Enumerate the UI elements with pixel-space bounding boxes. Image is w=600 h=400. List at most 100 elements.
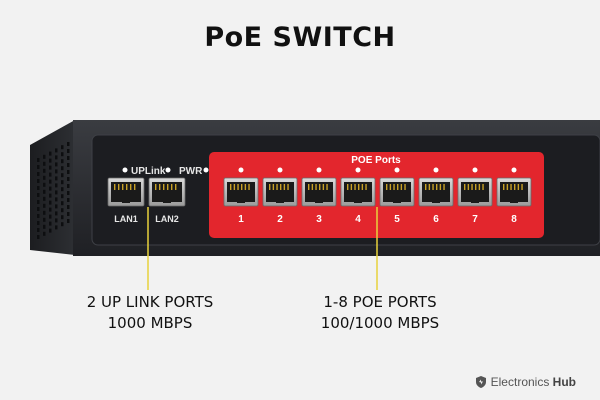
poe-port-6[interactable]: 6 — [418, 167, 454, 226]
port-pin — [241, 184, 243, 190]
poe-port-led — [238, 167, 244, 173]
vent-slot — [37, 165, 40, 169]
vent-slot — [49, 200, 52, 205]
port-pin — [478, 184, 481, 190]
vent-slot — [43, 231, 46, 236]
port-pin — [389, 184, 392, 190]
vent-slot — [37, 186, 40, 190]
port-pin — [386, 184, 388, 190]
port-pin — [436, 184, 438, 190]
port-pin — [159, 184, 161, 190]
port-pin — [283, 184, 286, 190]
poe-port-led — [433, 167, 439, 173]
vent-slot — [49, 186, 52, 191]
poe-callout: 1-8 POE PORTS 100/1000 MBPS — [285, 292, 475, 334]
poe-port-number: 4 — [355, 214, 361, 225]
vent-slot — [37, 207, 40, 211]
vent-slot — [55, 204, 58, 209]
vent-slot — [67, 219, 70, 223]
uplink-callout-line1: 2 UP LINK PORTS — [86, 293, 214, 311]
poe-panel — [209, 152, 544, 238]
vent-slot — [43, 210, 46, 215]
uplink-led — [122, 167, 128, 173]
poe-port-3[interactable]: 3 — [301, 167, 337, 226]
port-pin — [272, 184, 275, 190]
brand-name-part2: Hub — [552, 375, 576, 389]
poe-port-2[interactable]: 2 — [262, 167, 298, 226]
port-pin — [482, 184, 484, 190]
vent-slot — [67, 149, 70, 153]
port-pin — [230, 184, 232, 190]
vent-slot — [49, 179, 52, 184]
port-pin — [514, 184, 516, 190]
poe-port-7[interactable]: 7 — [457, 167, 493, 226]
port-pin — [354, 184, 356, 190]
side-vents — [37, 142, 70, 239]
vent-slot — [37, 200, 40, 204]
uplink-callout-line2: 1000 MBPS — [107, 314, 193, 332]
vent-slot — [61, 194, 64, 199]
port-pin — [326, 184, 328, 190]
port-pin — [400, 184, 403, 190]
port-pin — [269, 184, 271, 190]
poe-port-led — [472, 167, 478, 173]
lan-port-group: LAN1 LAN2 — [107, 177, 186, 224]
vent-slot — [67, 156, 70, 160]
vent-slot — [49, 172, 52, 177]
port-pin — [163, 184, 165, 190]
vent-slot — [55, 155, 58, 160]
port-latch — [122, 200, 130, 203]
port-pin — [432, 184, 434, 190]
port-pin — [322, 184, 325, 190]
port-pin — [475, 184, 477, 190]
vent-slot — [37, 228, 40, 232]
poe-port-led — [511, 167, 517, 173]
vent-slot — [67, 177, 70, 181]
lan-port-1[interactable]: LAN1 — [107, 177, 145, 224]
vent-slot — [49, 158, 52, 163]
port-pin — [237, 184, 239, 190]
port-pin — [471, 184, 473, 190]
port-pin — [467, 184, 470, 190]
vent-slot — [43, 168, 46, 173]
lan-port-label: LAN2 — [155, 214, 179, 224]
port-latch — [393, 200, 401, 203]
lan-port-2[interactable]: LAN2 — [148, 177, 186, 224]
port-pin — [280, 184, 282, 190]
vent-slot — [61, 166, 64, 171]
vent-slot — [43, 161, 46, 166]
port-latch — [237, 200, 245, 203]
poe-port-number: 2 — [277, 214, 283, 225]
vent-slot — [49, 221, 52, 226]
poe-port-1[interactable]: 1 — [223, 167, 259, 226]
vent-slot — [67, 212, 70, 216]
port-pin — [510, 184, 512, 190]
poe-port-led — [394, 167, 400, 173]
vent-slot — [61, 222, 64, 227]
vent-slot — [67, 198, 70, 202]
poe-port-8[interactable]: 8 — [496, 167, 532, 226]
port-pin — [308, 184, 310, 190]
port-pin — [503, 184, 505, 190]
lan-port-label: LAN1 — [114, 214, 138, 224]
port-pin — [126, 184, 128, 190]
vent-slot — [67, 142, 70, 146]
poe-port-number: 8 — [511, 214, 517, 225]
vent-slot — [37, 193, 40, 197]
port-pin — [347, 184, 349, 190]
vent-slot — [49, 228, 52, 233]
port-pin — [155, 184, 157, 190]
vent-slot — [67, 191, 70, 195]
poe-port-4[interactable]: 4 — [340, 167, 376, 226]
vent-slot — [55, 148, 58, 153]
poe-port-led — [277, 167, 283, 173]
port-latch — [163, 200, 171, 203]
vent-slot — [67, 184, 70, 188]
poe-port-5[interactable]: 5 — [379, 167, 415, 226]
port-pin — [114, 184, 116, 190]
port-pin — [443, 184, 445, 190]
port-pin — [134, 184, 136, 190]
port-pin — [439, 184, 442, 190]
port-pin — [358, 184, 360, 190]
